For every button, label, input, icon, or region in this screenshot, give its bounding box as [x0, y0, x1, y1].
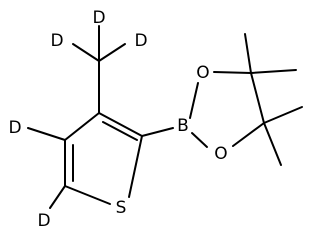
atom-oxygen-upper: O	[196, 63, 209, 83]
bond-cd3-d-right	[98, 43, 126, 62]
bond-c3-c2-inner	[102, 121, 138, 141]
atom-oxygen-lower: O	[214, 144, 227, 164]
bond-c4-d	[27, 127, 66, 141]
bond-o-lower-c	[232, 122, 265, 147]
bond-pinacol-methyl-2	[250, 69, 297, 74]
bond-c5-d	[49, 185, 66, 209]
atom-sulfur: S	[116, 198, 127, 218]
bond-c5-s	[64, 185, 111, 205]
bond-c3-c2-outer	[98, 112, 143, 137]
bond-c-c-pinacol	[250, 72, 265, 124]
bond-pinacol-methyl-4	[263, 122, 282, 166]
bond-pinacol-methyl-3	[263, 106, 303, 124]
atom-d-c5: D	[37, 211, 50, 231]
bond-c3-c4	[64, 112, 100, 141]
bond-cd3-d-left	[72, 43, 100, 62]
atom-d-methyl-top: D	[92, 8, 105, 28]
bond-c2-b	[141, 127, 174, 137]
atom-d-c4: D	[8, 118, 21, 138]
atom-labels: D D D D D S B O O	[8, 8, 227, 231]
bond-o-upper-c	[213, 71, 252, 74]
bond-pinacol-methyl-1	[244, 33, 252, 74]
atom-d-methyl-left: D	[50, 31, 63, 51]
bond-b-o-upper	[189, 82, 199, 119]
bond-lines	[27, 25, 303, 209]
atom-boron: B	[177, 116, 189, 136]
bond-s-c2	[128, 135, 143, 198]
atom-d-methyl-right: D	[134, 31, 147, 51]
bond-b-o-lower	[191, 132, 208, 148]
